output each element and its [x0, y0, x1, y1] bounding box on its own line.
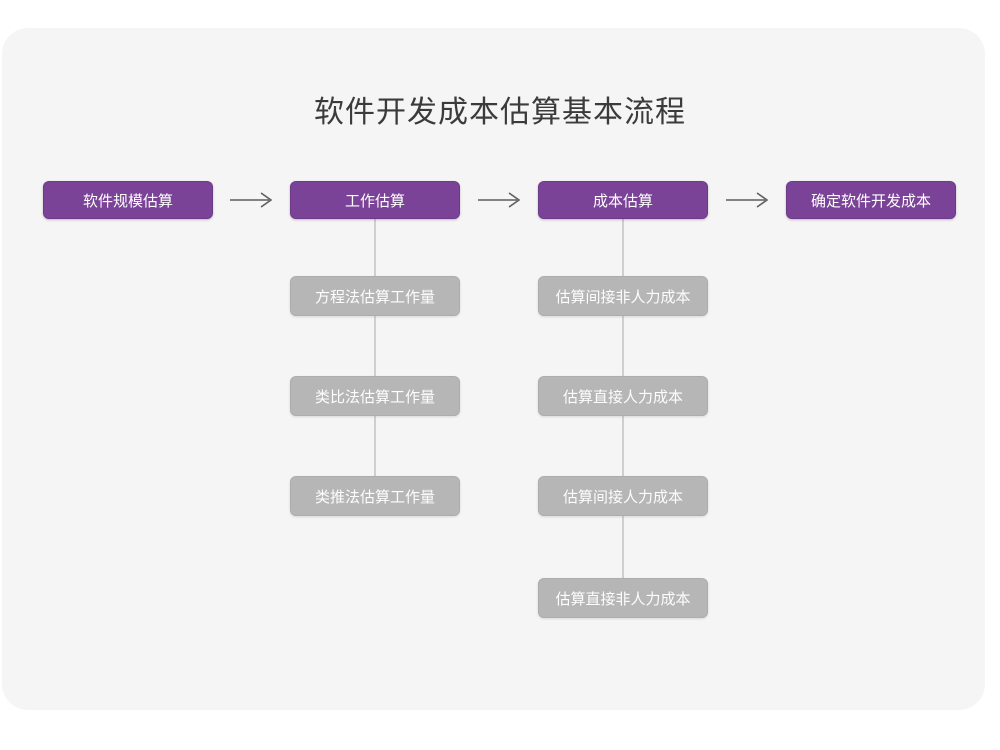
node-step-2-effort-estimation[interactable]: 工作估算	[290, 181, 460, 219]
arrow-step3-to-step4	[724, 188, 772, 212]
node-step-1-software-size-estimation[interactable]: 软件规模估算	[43, 181, 213, 219]
node-cost-substep-1[interactable]: 估算间接非人力成本	[538, 276, 708, 316]
node-cost-substep-2[interactable]: 估算直接人力成本	[538, 376, 708, 416]
node-step-4-determine-development-cost[interactable]: 确定软件开发成本	[786, 181, 956, 219]
node-step-3-cost-estimation[interactable]: 成本估算	[538, 181, 708, 219]
diagram-card-background	[2, 28, 985, 710]
node-cost-substep-4[interactable]: 估算直接非人力成本	[538, 578, 708, 618]
page-title: 软件开发成本估算基本流程	[314, 96, 686, 129]
vertical-connector-work	[374, 218, 376, 498]
node-work-substep-3[interactable]: 类推法估算工作量	[290, 476, 460, 516]
node-work-substep-1[interactable]: 方程法估算工作量	[290, 276, 460, 316]
arrow-step2-to-step3	[476, 188, 524, 212]
node-cost-substep-3[interactable]: 估算间接人力成本	[538, 476, 708, 516]
node-work-substep-2[interactable]: 类比法估算工作量	[290, 376, 460, 416]
arrow-step1-to-step2	[228, 188, 276, 212]
